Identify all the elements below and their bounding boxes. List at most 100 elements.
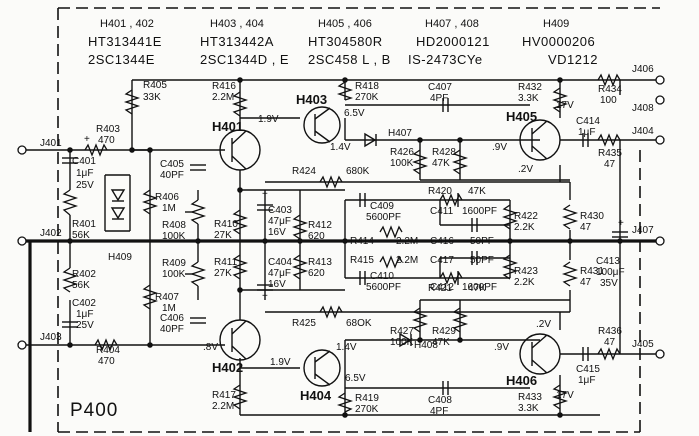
svg-text:R401: R401 — [72, 219, 96, 230]
label-h407: H407 — [388, 128, 412, 139]
svg-text:C412: C412 — [430, 282, 454, 293]
svg-text:C405: C405 — [160, 159, 184, 170]
svg-text:+: + — [262, 189, 268, 200]
label-h403: H403 — [296, 92, 327, 107]
resistor-r401 — [61, 189, 79, 216]
header-label-4: H407 , 408 — [425, 18, 479, 30]
resistor-r419 — [336, 392, 354, 413]
resistor-r407 — [141, 284, 159, 310]
svg-text:56K: 56K — [72, 280, 90, 291]
resistor-r417 — [231, 384, 249, 410]
label-h408: H408 — [414, 340, 438, 351]
svg-text:1600PF: 1600PF — [462, 206, 497, 217]
header-table: H401 , 402 H403 , 404 H405 , 406 H407 , … — [88, 18, 598, 67]
header-label-2: H403 , 404 — [210, 18, 264, 30]
svg-text:2.2M: 2.2M — [212, 401, 234, 412]
svg-text:47: 47 — [604, 159, 616, 170]
svg-text:47K: 47K — [468, 283, 486, 294]
junction-dots — [67, 77, 623, 418]
resistor-r403 — [84, 143, 108, 157]
svg-text:1μF: 1μF — [578, 375, 595, 386]
board-title: P400 — [70, 400, 118, 421]
label-j406: J406 — [632, 64, 654, 75]
svg-text:1μF: 1μF — [76, 168, 93, 179]
header-equiv-5: VD1212 — [548, 52, 598, 67]
svg-text:C413: C413 — [596, 256, 620, 267]
terminal-j406 — [655, 75, 665, 85]
resistor-r426 — [411, 149, 429, 175]
svg-text:C410: C410 — [370, 271, 394, 282]
svg-text:+: + — [84, 134, 90, 145]
svg-text:1M: 1M — [162, 203, 176, 214]
label-j408: J408 — [632, 103, 654, 114]
svg-text:R433: R433 — [518, 392, 542, 403]
svg-text:R418: R418 — [355, 81, 379, 92]
labels: J401 J402 J403 J404 J405 J406 J407 J408 … — [40, 64, 654, 421]
svg-text:2.2K: 2.2K — [514, 277, 535, 288]
svg-text:25V: 25V — [76, 320, 94, 331]
resistor-r416 — [231, 91, 249, 117]
svg-text:.2V: .2V — [536, 319, 551, 330]
svg-text:6.5V: 6.5V — [344, 108, 365, 119]
terminal-j408 — [655, 95, 665, 105]
svg-text:R415: R415 — [350, 255, 374, 266]
svg-text:100K: 100K — [162, 269, 186, 280]
svg-text:27K: 27K — [214, 268, 232, 279]
resistor-r421 — [439, 271, 463, 285]
svg-text:C414: C414 — [576, 116, 600, 127]
svg-text:17V: 17V — [556, 100, 574, 111]
svg-text:100K: 100K — [390, 337, 414, 348]
svg-text:47μF: 47μF — [268, 268, 291, 279]
svg-text:4PF: 4PF — [430, 93, 448, 104]
resistor-r434 — [597, 73, 621, 87]
svg-text:4PF: 4PF — [430, 406, 448, 417]
svg-text:25V: 25V — [76, 180, 94, 191]
transistor-h401 — [219, 129, 261, 171]
svg-text:1.9V: 1.9V — [258, 114, 279, 125]
svg-text:R416: R416 — [212, 81, 236, 92]
terminal-j405 — [655, 349, 665, 359]
diode-h408 — [399, 332, 412, 348]
svg-text:R412: R412 — [308, 220, 332, 231]
svg-text:R414: R414 — [350, 236, 374, 247]
resistor-r423 — [501, 254, 519, 280]
label-j402: J402 — [40, 228, 62, 239]
svg-text:.2V: .2V — [518, 164, 533, 175]
svg-text:620: 620 — [308, 231, 325, 242]
svg-text:17V: 17V — [556, 390, 574, 401]
svg-text:R421: R421 — [428, 283, 452, 294]
transistor-symbols — [219, 106, 561, 387]
label-j401: J401 — [40, 138, 62, 149]
svg-text:R405: R405 — [143, 80, 167, 91]
svg-text:5600PF: 5600PF — [366, 282, 401, 293]
transistor-h404 — [303, 349, 341, 387]
resistor-r412 — [291, 214, 309, 240]
header-equiv-2: 2SC1344D , E — [200, 52, 289, 67]
svg-text:47K: 47K — [432, 337, 450, 348]
resistor-r402 — [61, 267, 79, 293]
diode-h409-a — [110, 189, 126, 202]
svg-text:R430: R430 — [580, 211, 604, 222]
terminal-j407 — [655, 236, 665, 246]
resistor-r432 — [551, 87, 569, 113]
header-equiv-4: IS-2473CYe — [408, 52, 483, 67]
svg-text:1600PF: 1600PF — [462, 282, 497, 293]
svg-text:C407: C407 — [428, 82, 452, 93]
resistor-r415 — [379, 255, 403, 269]
svg-text:R422: R422 — [514, 211, 538, 222]
svg-text:R432: R432 — [518, 82, 542, 93]
svg-text:33K: 33K — [143, 92, 161, 103]
svg-text:270K: 270K — [355, 404, 379, 415]
header-part-1: HT313441E — [88, 34, 162, 49]
potentiometer-r409 — [189, 261, 207, 287]
svg-text:R420: R420 — [428, 186, 452, 197]
svg-text:1μF: 1μF — [578, 127, 595, 138]
svg-text:2.2M: 2.2M — [396, 236, 418, 247]
svg-text:R428: R428 — [432, 147, 456, 158]
svg-text:50PF: 50PF — [470, 236, 494, 247]
svg-text:R435: R435 — [598, 148, 622, 159]
resistor-r414 — [379, 225, 403, 239]
potentiometer-r408 — [189, 199, 207, 225]
svg-text:R427: R427 — [390, 326, 414, 337]
